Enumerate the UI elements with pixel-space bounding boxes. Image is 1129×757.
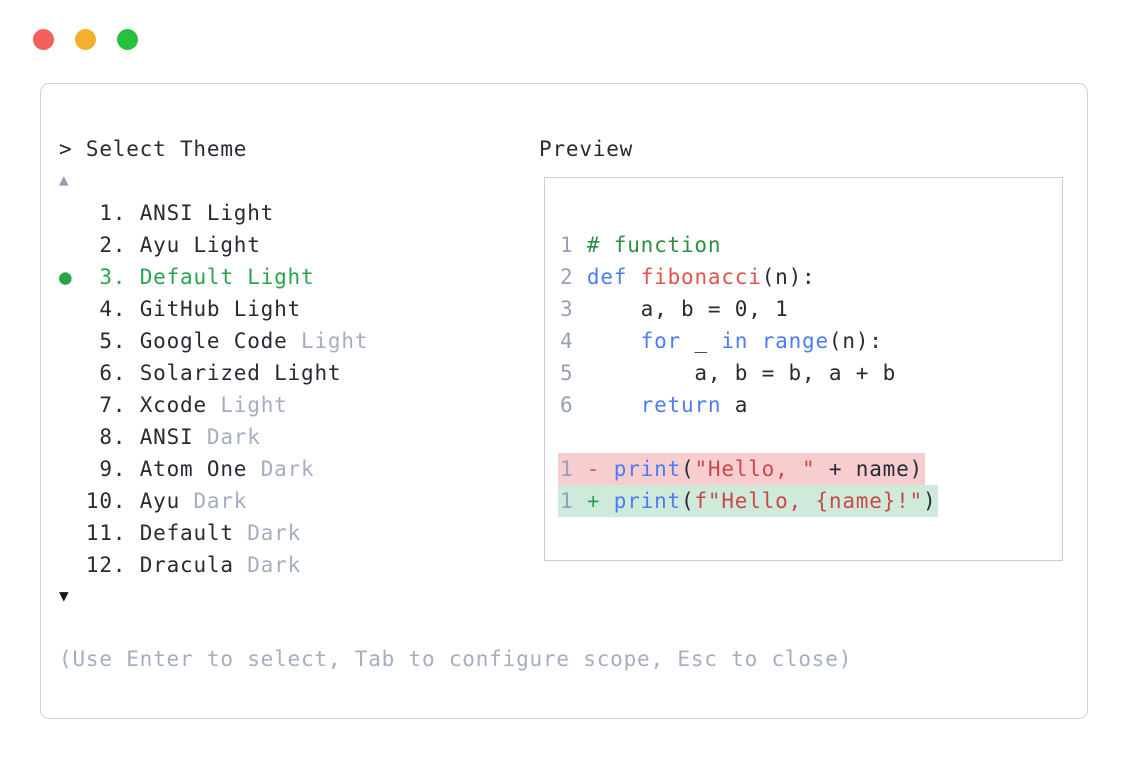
theme-list-item[interactable]: 1. ANSI Light: [59, 197, 368, 229]
zoom-button[interactable]: [117, 29, 138, 50]
selected-bullet-icon: [59, 201, 86, 225]
selected-bullet-icon: [59, 457, 86, 481]
theme-list-item[interactable]: 10. Ayu Dark: [59, 485, 368, 517]
code-preview: 1 # function 2 def fibonacci(n): 3 a, b = …: [544, 177, 1063, 561]
theme-list: 1. ANSI Light 2. Ayu Light ● 3. Default L…: [59, 197, 368, 581]
selected-bullet-icon: ●: [59, 265, 86, 289]
window-controls: [33, 29, 138, 50]
minimize-button[interactable]: [75, 29, 96, 50]
selected-bullet-icon: [59, 329, 86, 353]
code-line: [560, 421, 1052, 453]
scroll-down-icon[interactable]: ▼: [59, 586, 70, 605]
selected-bullet-icon: [59, 521, 86, 545]
code-line: 5 a, b = b, a + b: [560, 361, 897, 385]
prompt-label: > Select Theme: [59, 137, 248, 161]
preview-title: Preview: [539, 137, 634, 161]
keyboard-hint: (Use Enter to select, Tab to configure s…: [59, 647, 853, 671]
code-line: 4 for _ in range(n):: [560, 329, 883, 353]
selected-bullet-icon: [59, 233, 86, 257]
scroll-up-icon[interactable]: ▲: [59, 170, 70, 189]
selected-bullet-icon: [59, 297, 86, 321]
theme-list-item[interactable]: ● 3. Default Light: [59, 265, 315, 289]
selected-bullet-icon: [59, 553, 86, 577]
diff-line-added: 1 + print(f"Hello, {name}!"): [558, 485, 1052, 517]
selected-bullet-icon: [59, 489, 86, 513]
theme-list-item[interactable]: 12. Dracula Dark: [59, 549, 368, 581]
selected-bullet-icon: [59, 393, 86, 417]
theme-list-item[interactable]: 5. Google Code Light: [59, 325, 368, 357]
code-line: 3 a, b = 0, 1: [560, 297, 789, 321]
theme-list-item[interactable]: 8. ANSI Dark: [59, 421, 368, 453]
close-button[interactable]: [33, 29, 54, 50]
theme-list-item[interactable]: 7. Xcode Light: [59, 389, 368, 421]
theme-picker-panel: > Select Theme ▲ 1. ANSI Light 2. Ayu Li…: [40, 83, 1088, 719]
selected-bullet-icon: [59, 425, 86, 449]
code-line: 1 # function: [560, 233, 722, 257]
theme-list-item[interactable]: 11. Default Dark: [59, 517, 368, 549]
theme-list-item[interactable]: 4. GitHub Light: [59, 293, 368, 325]
theme-list-item[interactable]: 2. Ayu Light: [59, 229, 368, 261]
diff-line-removed: 1 - print("Hello, " + name): [558, 453, 1052, 485]
selected-bullet-icon: [59, 361, 86, 385]
code-line: 2 def fibonacci(n):: [560, 265, 816, 289]
theme-list-item[interactable]: 9. Atom One Dark: [59, 453, 368, 485]
theme-list-item[interactable]: 6. Solarized Light: [59, 357, 368, 389]
code-line: 6 return a: [560, 393, 749, 417]
